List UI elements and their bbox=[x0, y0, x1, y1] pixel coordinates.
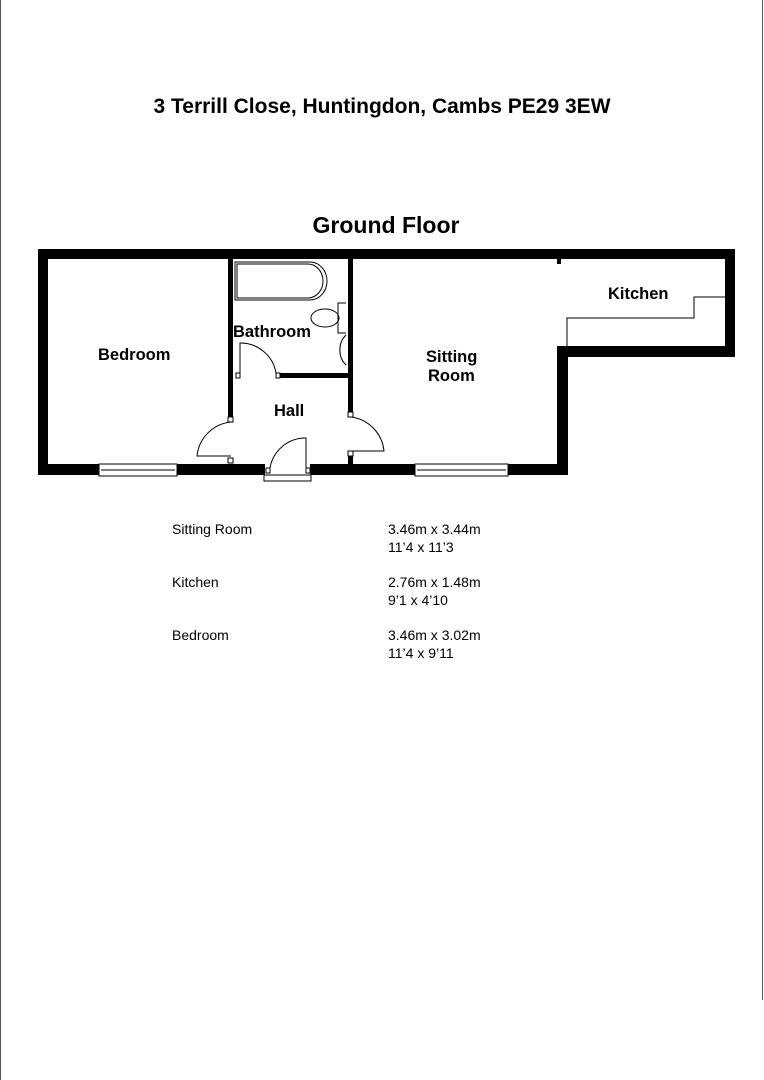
sitting-room-door bbox=[350, 416, 385, 452]
basin bbox=[339, 334, 347, 366]
dimension-values: 2.76m x 1.48m 9’1 x 4’10 bbox=[388, 573, 481, 626]
floor-plan: Bedroom Bathroom Hall Sitting Room Kitch… bbox=[38, 249, 735, 482]
page-border-right bbox=[762, 0, 763, 1000]
dimension-metric: 2.76m x 1.48m bbox=[388, 574, 481, 590]
bath bbox=[234, 261, 328, 301]
dimension-imperial: 11’4 x 11’3 bbox=[388, 539, 454, 555]
bathroom-door bbox=[239, 342, 277, 374]
floor-title: Ground Floor bbox=[312, 212, 460, 238]
property-address: 3 Terrill Close, Huntingdon, Cambs PE29 … bbox=[153, 95, 611, 118]
wall-bathroom-left bbox=[228, 259, 233, 417]
dimension-row: Kitchen 2.76m x 1.48m 9’1 x 4’10 bbox=[172, 573, 532, 626]
dimension-imperial: 9’1 x 4’10 bbox=[388, 592, 448, 608]
room-dimensions: Sitting Room 3.46m x 3.44m 11’4 x 11’3 K… bbox=[172, 520, 532, 679]
room-label-sitting: Sitting bbox=[426, 348, 477, 366]
room-label-hall: Hall bbox=[274, 402, 304, 420]
room-label-kitchen: Kitchen bbox=[608, 285, 669, 303]
front-door bbox=[269, 437, 307, 469]
room-label-bedroom: Bedroom bbox=[98, 346, 170, 364]
wall-kitchen-stub bbox=[557, 258, 561, 264]
wall-top bbox=[38, 249, 735, 259]
dimension-values: 3.46m x 3.44m 11’4 x 11’3 bbox=[388, 520, 481, 573]
page-border-left bbox=[0, 0, 1, 1080]
dimension-metric: 3.46m x 3.44m bbox=[388, 521, 481, 537]
wall-bathroom-bottom bbox=[280, 373, 350, 378]
dimension-room: Sitting Room bbox=[172, 521, 253, 537]
dimension-row: Sitting Room 3.46m x 3.44m 11’4 x 11’3 bbox=[172, 520, 532, 573]
front-step bbox=[263, 474, 312, 482]
dimension-row: Bedroom 3.46m x 3.02m 11’4 x 9’11 bbox=[172, 626, 532, 679]
wall-sitting-right bbox=[557, 346, 568, 475]
dimension-room: Kitchen bbox=[172, 574, 219, 590]
wall-kitchen-bottom bbox=[557, 346, 735, 357]
room-label-room: Room bbox=[428, 367, 475, 385]
wall-left bbox=[38, 249, 48, 475]
wall-bathroom-right bbox=[348, 259, 353, 413]
windows bbox=[98, 463, 509, 477]
room-label-bathroom: Bathroom bbox=[233, 323, 311, 341]
toilet bbox=[310, 308, 340, 328]
fixtures bbox=[234, 261, 725, 366]
kitchen-worktop bbox=[566, 296, 725, 346]
dimension-values: 3.46m x 3.02m 11’4 x 9’11 bbox=[388, 626, 481, 679]
toilet-cistern bbox=[337, 302, 346, 334]
dimension-room: Bedroom bbox=[172, 627, 229, 643]
door-jambs bbox=[227, 372, 354, 474]
dimension-metric: 3.46m x 3.02m bbox=[388, 627, 481, 643]
wall-kitchen-right bbox=[725, 249, 735, 357]
bedroom-door bbox=[196, 421, 232, 457]
dimension-imperial: 11’4 x 9’11 bbox=[388, 645, 454, 661]
wall-hall-stub bbox=[348, 456, 353, 465]
doors bbox=[196, 342, 385, 482]
